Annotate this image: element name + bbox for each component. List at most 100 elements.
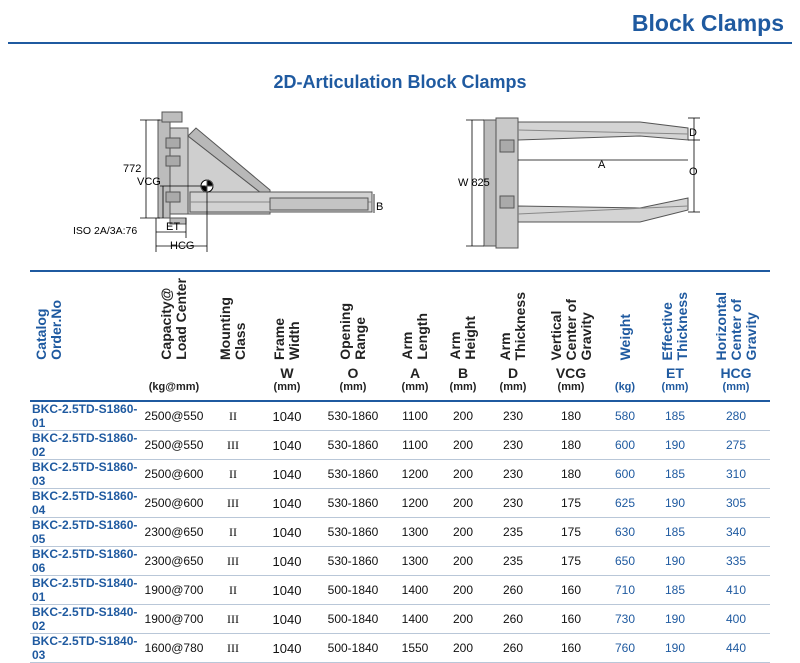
table-cell: 230 bbox=[486, 488, 540, 518]
dim-772-label: 772 bbox=[123, 163, 141, 175]
column-header-label: Frame Width bbox=[271, 317, 302, 360]
top-view-drawing bbox=[483, 117, 689, 249]
table-cell: 200 bbox=[440, 459, 486, 489]
column-header-symbol: ET bbox=[666, 365, 684, 381]
column-header-symbol: VCG bbox=[555, 365, 587, 381]
column-header-label: Arm Height bbox=[447, 316, 478, 360]
table-cell: 1100 bbox=[390, 430, 440, 460]
table-cell: 2500@550 bbox=[140, 400, 208, 431]
vcg-label: VCG bbox=[137, 176, 161, 188]
column-header-symbol bbox=[623, 366, 627, 381]
table-cell: 600 bbox=[602, 459, 648, 489]
table-cell: BKC-2.5TD-S1840-02 bbox=[30, 604, 140, 634]
table-cell: 185 bbox=[648, 459, 702, 489]
column-header-label: Weight bbox=[616, 313, 633, 360]
table-cell: 260 bbox=[486, 604, 540, 634]
table-cell: 1900@700 bbox=[140, 604, 208, 634]
page-title: Block Clamps bbox=[631, 10, 784, 36]
table-cell: 260 bbox=[486, 633, 540, 663]
table-cell: 1200 bbox=[390, 488, 440, 518]
table-cell: 530-1860 bbox=[316, 400, 390, 431]
table-cell: 1040 bbox=[258, 517, 316, 547]
table-cell: 160 bbox=[540, 604, 602, 634]
table-cell: 260 bbox=[486, 575, 540, 605]
column-header-unit: (mm) bbox=[401, 381, 429, 393]
table-cell: 1040 bbox=[258, 546, 316, 576]
table-cell: 1400 bbox=[390, 604, 440, 634]
table-cell: 235 bbox=[486, 517, 540, 547]
table-cell: 630 bbox=[602, 517, 648, 547]
table-cell: 200 bbox=[440, 400, 486, 431]
table-cell: 530-1860 bbox=[316, 546, 390, 576]
header-rule bbox=[8, 42, 792, 44]
table-cell: BKC-2.5TD-S1840-03 bbox=[30, 633, 140, 663]
table-cell: BKC-2.5TD-S1840-01 bbox=[30, 575, 140, 605]
table-top-rule bbox=[30, 270, 770, 272]
table-cell: 1550 bbox=[390, 633, 440, 663]
table-cell: 160 bbox=[540, 633, 602, 663]
column-header-unit: (mm) bbox=[499, 381, 527, 393]
table-cell: 180 bbox=[540, 459, 602, 489]
column-header: Catalog Order.No bbox=[30, 272, 140, 401]
table-cell: 2300@650 bbox=[140, 546, 208, 576]
column-header-unit: (kg@mm) bbox=[148, 381, 200, 393]
table-cell: 280 bbox=[702, 400, 770, 431]
table-cell: BKC-2.5TD-S1860-04 bbox=[30, 488, 140, 518]
column-header-unit bbox=[34, 381, 37, 394]
table-cell: BKC-2.5TD-S1860-06 bbox=[30, 546, 140, 576]
table-cell: 650 bbox=[602, 546, 648, 576]
column-header-unit: (kg) bbox=[614, 381, 636, 393]
table-cell: 190 bbox=[648, 488, 702, 518]
table-cell: 175 bbox=[540, 546, 602, 576]
et-label: ET bbox=[166, 221, 180, 233]
table-cell: 440 bbox=[702, 633, 770, 663]
table-cell: II bbox=[208, 459, 258, 489]
column-header: Weight (kg) bbox=[602, 272, 648, 401]
column-header-label: Vertical Center of Gravity bbox=[547, 298, 594, 360]
table-cell: 305 bbox=[702, 488, 770, 518]
hcg-label: HCG bbox=[170, 240, 194, 252]
table-cell: III bbox=[208, 430, 258, 460]
table-cell: 730 bbox=[602, 604, 648, 634]
table-cell: 200 bbox=[440, 604, 486, 634]
table-cell: 180 bbox=[540, 400, 602, 431]
spec-table: Catalog Order.No Capacity@ Load Center (… bbox=[30, 272, 770, 663]
table-cell: 335 bbox=[702, 546, 770, 576]
table-cell: 625 bbox=[602, 488, 648, 518]
table-cell: 500-1840 bbox=[316, 575, 390, 605]
table-cell: 1040 bbox=[258, 633, 316, 663]
table-cell: 235 bbox=[486, 546, 540, 576]
table-cell: III bbox=[208, 546, 258, 576]
table-cell: BKC-2.5TD-S1860-02 bbox=[30, 430, 140, 460]
column-header-symbol bbox=[172, 366, 176, 381]
column-header: Capacity@ Load Center (kg@mm) bbox=[140, 272, 208, 401]
table-cell: 185 bbox=[648, 575, 702, 605]
section-title: 2D-Articulation Block Clamps bbox=[273, 72, 527, 92]
column-header-label: Catalog Order.No bbox=[33, 300, 64, 360]
column-header-symbol: O bbox=[347, 365, 359, 381]
table-cell: 2500@600 bbox=[140, 459, 208, 489]
table-cell: 275 bbox=[702, 430, 770, 460]
column-header-unit: (mm) bbox=[449, 381, 477, 393]
column-header: Mounting Class bbox=[208, 272, 258, 401]
arm-height-label: B bbox=[376, 201, 383, 213]
table-cell: 1040 bbox=[258, 430, 316, 460]
column-header-unit: (mm) bbox=[722, 381, 750, 393]
table-cell: 500-1840 bbox=[316, 604, 390, 634]
table-cell: BKC-2.5TD-S1860-03 bbox=[30, 459, 140, 489]
table-cell: 1200 bbox=[390, 459, 440, 489]
table-cell: 410 bbox=[702, 575, 770, 605]
table-cell: 190 bbox=[648, 546, 702, 576]
table-cell: 200 bbox=[440, 488, 486, 518]
column-header-unit: (mm) bbox=[661, 381, 689, 393]
